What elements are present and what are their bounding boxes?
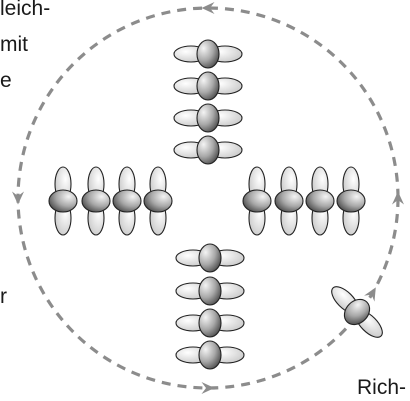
text-fragment-1: leich-	[0, 0, 51, 20]
orbit-arrowhead	[392, 191, 404, 205]
orbital-left-3	[112, 166, 142, 236]
text-fragment-3: e	[0, 69, 12, 92]
orbital-bottom-2	[175, 276, 245, 306]
orbital-right-1	[242, 166, 272, 236]
orbit-arrowhead	[364, 287, 376, 302]
orbital-bottom-1	[175, 243, 245, 273]
text-fragment-4: r	[0, 285, 7, 308]
orbital-left-1	[48, 166, 78, 236]
orbital-top-3	[173, 103, 243, 133]
orbital-groups	[48, 39, 383, 370]
orbital-left-4	[143, 166, 173, 236]
orbital-right-4	[336, 166, 366, 236]
orbital-tilted	[331, 286, 383, 338]
orbital-bottom-4	[175, 340, 245, 370]
orbital-right-3	[305, 166, 335, 236]
orbital-right-2	[274, 166, 304, 236]
orbit-arrows	[12, 2, 404, 394]
orbit-arrowhead	[201, 2, 215, 14]
orbit-arrowhead	[12, 191, 24, 205]
orbital-top-2	[173, 71, 243, 101]
text-fragment-2: mit	[0, 33, 28, 56]
orbital-top-4	[173, 135, 243, 165]
orbit-arrowhead	[201, 382, 215, 394]
orbital-bottom-3	[175, 308, 245, 338]
orbital-top-1	[173, 39, 243, 69]
text-fragment-5: Rich-	[357, 376, 407, 399]
orbital-left-2	[81, 166, 111, 236]
